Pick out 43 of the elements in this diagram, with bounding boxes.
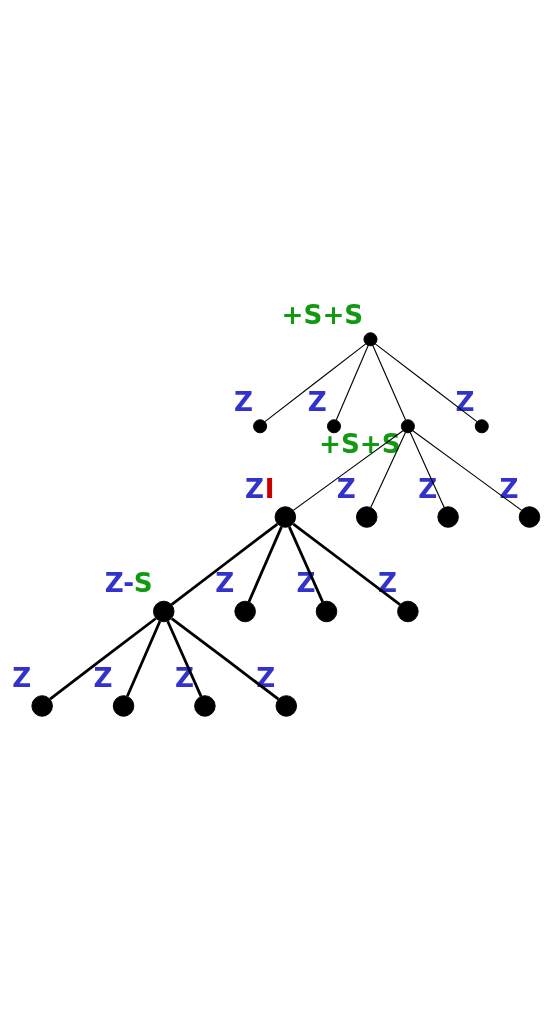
node-label: ZI bbox=[245, 473, 275, 504]
node-circle bbox=[518, 506, 541, 528]
node-label: Z bbox=[215, 568, 235, 599]
node-circle bbox=[112, 695, 135, 717]
connector bbox=[412, 430, 522, 511]
node-circle bbox=[153, 600, 175, 623]
node-label: Z-S bbox=[104, 568, 153, 599]
node-circle bbox=[400, 419, 415, 434]
node-label: Z bbox=[12, 662, 32, 693]
node-circle bbox=[253, 419, 268, 434]
connector bbox=[264, 343, 367, 423]
node-label: Z bbox=[455, 386, 475, 417]
connector bbox=[49, 617, 157, 701]
connector bbox=[166, 620, 203, 697]
node-circle bbox=[355, 506, 378, 528]
connector bbox=[170, 617, 280, 701]
node-circle bbox=[31, 695, 53, 717]
node-label: Z bbox=[307, 386, 327, 417]
connector bbox=[126, 620, 162, 697]
node-circle bbox=[474, 419, 489, 434]
node-label: Z bbox=[418, 473, 438, 504]
connector bbox=[409, 431, 445, 508]
node-circle bbox=[363, 332, 378, 347]
node-circle bbox=[397, 600, 419, 623]
node-circle bbox=[234, 600, 256, 623]
node-circle bbox=[437, 506, 459, 528]
connector bbox=[292, 522, 401, 606]
node-label: Z bbox=[377, 568, 397, 599]
node-label: Z bbox=[233, 386, 253, 417]
node-circle bbox=[275, 695, 298, 717]
connector bbox=[335, 345, 369, 421]
connector bbox=[374, 343, 478, 423]
node-circle bbox=[274, 506, 297, 528]
node-label: Z bbox=[93, 662, 113, 693]
node-label: Z bbox=[336, 473, 356, 504]
connector bbox=[372, 345, 407, 421]
connector bbox=[170, 522, 279, 606]
node-label: +S+S bbox=[281, 299, 364, 330]
node-label: Z bbox=[499, 473, 519, 504]
connector bbox=[247, 526, 283, 603]
node-circle bbox=[315, 600, 338, 623]
connector bbox=[288, 526, 324, 603]
node-circle bbox=[194, 695, 216, 717]
